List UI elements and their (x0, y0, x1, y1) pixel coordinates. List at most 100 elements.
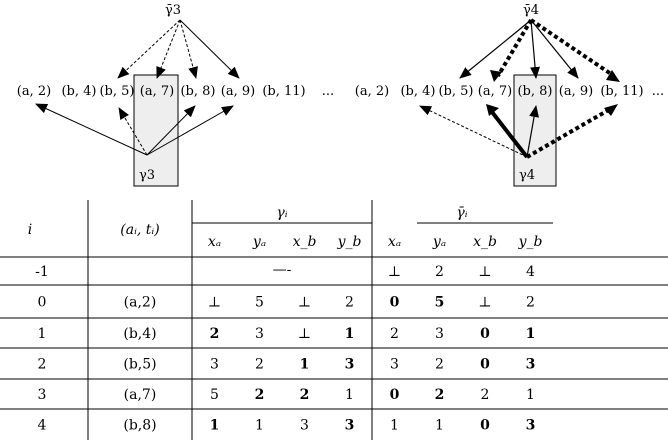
left-diagram: γ̄3 γ3 (a, 2) (b, 4) (b, 5) (a, 7) (b, 8… (17, 3, 334, 187)
row-5-gamma-3: 3 (345, 418, 355, 434)
row-5-gamma-bar-2: 0 (480, 418, 490, 434)
right-bottom-arrow-b11-head (604, 104, 618, 116)
row-1-gamma-bar-0: 0 (390, 295, 400, 311)
subheader-gamma-1: yₐ (252, 234, 266, 250)
left-seq-2: (b, 5) (99, 84, 134, 99)
row-2-gamma-bar-0: 2 (390, 326, 399, 342)
row-1-gamma-0: ⊥ (208, 295, 221, 311)
right-bottom-label: γ4 (519, 168, 535, 183)
row-4-gamma-bar-2: 2 (481, 387, 490, 403)
row-5-gamma-2: 3 (300, 418, 309, 434)
left-bottom-arrow-a9 (146, 105, 234, 156)
row-4-gamma-bar-1: 2 (435, 387, 445, 403)
right-bottom-arrow-b8 (526, 105, 540, 158)
left-seq-6: (b, 11) (262, 84, 305, 99)
row-2-gamma-0: 2 (210, 326, 220, 342)
left-seq-4: (b, 8) (180, 84, 215, 99)
row-3-gamma-2: 1 (300, 357, 310, 373)
row-1-gamma-bar-3: 2 (526, 295, 535, 311)
right-ellipsis: ... (652, 84, 664, 99)
automaton-run-figure: γ̄3 γ3 (a, 2) (b, 4) (b, 5) (a, 7) (b, 8… (17, 3, 664, 187)
subheader-gamma-bar-2: x_b (473, 234, 497, 250)
row-5-i: 4 (38, 418, 47, 434)
left-seq-5: (a, 9) (221, 84, 255, 99)
row-3-gamma-3: 3 (345, 357, 355, 373)
row-1-i: 0 (38, 295, 47, 311)
right-seq-1: (b, 4) (400, 84, 435, 99)
row-3-gamma-bar-3: 3 (526, 357, 536, 373)
row-4-at: (a,7) (124, 387, 157, 403)
left-top-label: γ̄3 (165, 3, 181, 18)
row-1-gamma-1: 5 (255, 295, 264, 311)
row-0-gamma-bar-2: ⊥ (478, 264, 491, 280)
right-seq-6: (b, 11) (600, 84, 643, 99)
row-2-gamma-1: 3 (255, 326, 264, 342)
right-seq-3: (a, 7) (478, 84, 512, 99)
row-4-gamma-bar-3: 1 (526, 387, 535, 403)
subheader-gamma-bar-1: yₐ (432, 234, 446, 250)
subheader-gamma-2: x_b (293, 234, 317, 250)
right-seq-2: (b, 5) (438, 84, 473, 99)
left-top-arrow-b8 (179, 19, 198, 79)
right-seq-5: (a, 9) (559, 84, 593, 99)
right-top-arrow-a9 (530, 19, 579, 79)
left-top-arrow-a7 (156, 19, 181, 79)
row-0-gamma-bar-3: 4 (526, 264, 535, 280)
row-5-gamma-bar-0: 1 (390, 418, 399, 434)
subheader-gamma-3: y_b (337, 234, 362, 250)
row-1-gamma-3: 2 (345, 295, 354, 311)
subheader-gamma-bar-3: y_b (518, 234, 543, 250)
left-seq-1: (b, 4) (61, 84, 96, 99)
row-4-i: 3 (38, 387, 47, 403)
right-top-arrow-b5 (459, 19, 532, 79)
right-top-arrow-b8 (530, 19, 541, 79)
row-4-gamma-0: 5 (210, 387, 219, 403)
row-1-gamma-bar-1: 5 (435, 295, 445, 311)
right-top-arrow-b11 (529, 18, 616, 78)
right-bottom-arrow-a7 (490, 110, 529, 159)
right-seq-0: (a, 2) (355, 84, 389, 99)
row-2-gamma-bar-3: 1 (526, 326, 536, 342)
left-seq-3: (a, 7) (140, 84, 174, 99)
row-5-at: (b,8) (123, 418, 156, 434)
subheader-gamma-0: xₐ (208, 234, 221, 250)
right-top-arrow-a7 (496, 18, 533, 78)
left-seq-0: (a, 2) (17, 84, 51, 99)
right-highlight-box (513, 74, 557, 187)
row-3-i: 2 (38, 357, 47, 373)
right-top-arrow-b11-head (606, 70, 620, 82)
row-2-gamma-bar-2: 0 (480, 326, 490, 342)
right-diagram: γ̄4 γ4 (a, 2) (b, 4) (b, 5) (a, 7) (b, 8… (355, 3, 664, 187)
row-5-gamma-0: 1 (210, 418, 220, 434)
row-4-gamma-2: 2 (300, 387, 310, 403)
row-5-gamma-1: 1 (255, 418, 264, 434)
left-top-arrow-b5 (117, 19, 181, 79)
row-1-gamma-bar-2: ⊥ (478, 295, 491, 311)
subheader-gamma-bar-0: xₐ (388, 234, 401, 250)
right-bottom-arrow-a7-head (486, 104, 499, 116)
row-5-gamma-bar-1: 1 (435, 418, 444, 434)
row-0-i: -1 (35, 264, 49, 280)
header-i: i (28, 222, 32, 238)
row-2-i: 1 (38, 326, 47, 342)
row-3-gamma-1: 2 (255, 357, 264, 373)
row-2-gamma-2: ⊥ (298, 326, 311, 342)
right-top-label: γ̄4 (523, 3, 539, 18)
row-5-gamma-bar-3: 3 (526, 418, 536, 434)
row-4-gamma-bar-0: 0 (390, 387, 400, 403)
row-3-gamma-bar-0: 3 (390, 357, 399, 373)
left-bottom-arrow-b5 (118, 107, 148, 156)
row-1-at: (a,2) (124, 295, 157, 311)
header-at: (aᵢ, tᵢ) (120, 222, 159, 238)
right-seq-4: (b, 8) (517, 84, 552, 99)
row-2-gamma-bar-1: 3 (435, 326, 444, 342)
right-top-arrow-a7-head (490, 70, 502, 82)
row-4-gamma-3: 1 (345, 387, 354, 403)
left-ellipsis: ... (322, 84, 334, 99)
row-1-gamma-2: ⊥ (298, 295, 311, 311)
row-2-gamma-3: 1 (345, 326, 355, 342)
header-gamma-bar: γ̄ᵢ (456, 205, 467, 221)
header-gamma: γᵢ (276, 205, 287, 221)
row-3-gamma-bar-2: 0 (480, 357, 490, 373)
